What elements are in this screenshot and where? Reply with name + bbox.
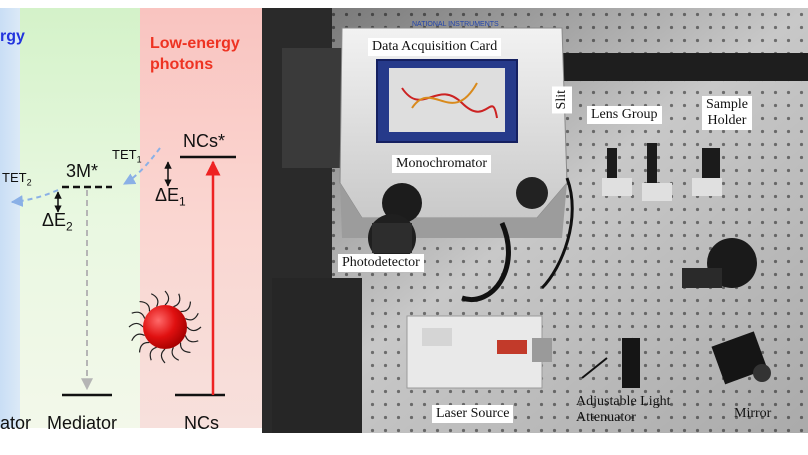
ligand-strand xyxy=(185,312,199,321)
low-energy-heading-line2: photons xyxy=(150,56,214,73)
ligand-strand xyxy=(149,346,157,361)
bottom-label-left: ator xyxy=(0,413,32,433)
mirror-mount xyxy=(711,331,771,385)
bottom-label-mediator: Mediator xyxy=(47,413,118,433)
daq-card-brand: NATIONAL INSTRUMENTS xyxy=(412,21,499,28)
label-photodetector: Photodetector xyxy=(338,254,424,272)
ligand-strand xyxy=(139,300,151,312)
ligand-strand xyxy=(173,293,181,308)
delta-e2-label: ΔE2 xyxy=(42,210,73,234)
tet2-label: TET2 xyxy=(2,170,32,188)
nanocrystal-sphere xyxy=(143,305,187,349)
tet1-arrow xyxy=(122,147,161,185)
low-energy-band xyxy=(140,8,262,428)
label-sample-holder: Sample Holder xyxy=(702,96,752,130)
tet2-arrow xyxy=(10,189,59,208)
optical-table-illustration: NATIONAL INSTRUMENTS xyxy=(262,8,808,433)
ligand-strand xyxy=(180,301,192,313)
label-attenuator: Adjustable Light Attenuator xyxy=(576,394,671,425)
ligand-strand xyxy=(184,335,199,343)
ligand-strand xyxy=(150,293,159,307)
ligand-strand xyxy=(186,326,202,332)
ligand-strand xyxy=(131,311,146,319)
ligand-strand xyxy=(171,347,180,361)
ligand-strand xyxy=(179,342,191,354)
ligand-strand xyxy=(131,333,145,342)
low-energy-heading-line1: Low-energy xyxy=(150,35,240,52)
ligand-strand xyxy=(138,341,150,353)
energy-level-diagram: rgy Low-energy photons xyxy=(0,0,262,455)
nc-state-label: NCs* xyxy=(183,131,226,151)
lens-mounts xyxy=(602,143,722,201)
label-slit: Slit xyxy=(552,86,572,114)
label-laser-source: Laser Source xyxy=(432,405,514,423)
label-monochromator: Monochromator xyxy=(392,155,491,173)
attenuator-body xyxy=(622,338,640,388)
label-daq: Data Acquisition Card xyxy=(368,38,502,56)
ligand-strand xyxy=(160,348,166,364)
bottom-label-ncs: NCs xyxy=(184,413,219,433)
label-mirror: Mirror xyxy=(734,406,772,421)
energy-diagram-lines xyxy=(10,147,236,397)
setup-photo: NATIONAL INSTRUMENTS Data Ac xyxy=(262,8,808,433)
delta-e1-label: ΔE1 xyxy=(155,185,186,209)
ligand-strand xyxy=(128,322,144,328)
optical-rail xyxy=(562,53,808,81)
ligand-strand xyxy=(164,290,170,306)
high-energy-band xyxy=(0,8,20,428)
label-lens-group: Lens Group xyxy=(587,106,662,124)
tet1-label: TET1 xyxy=(112,147,142,165)
mediator-state-label: 3M* xyxy=(66,161,99,181)
nanocrystal-icon xyxy=(128,290,202,364)
mediator-band xyxy=(20,8,140,428)
high-energy-heading: rgy xyxy=(0,28,25,45)
